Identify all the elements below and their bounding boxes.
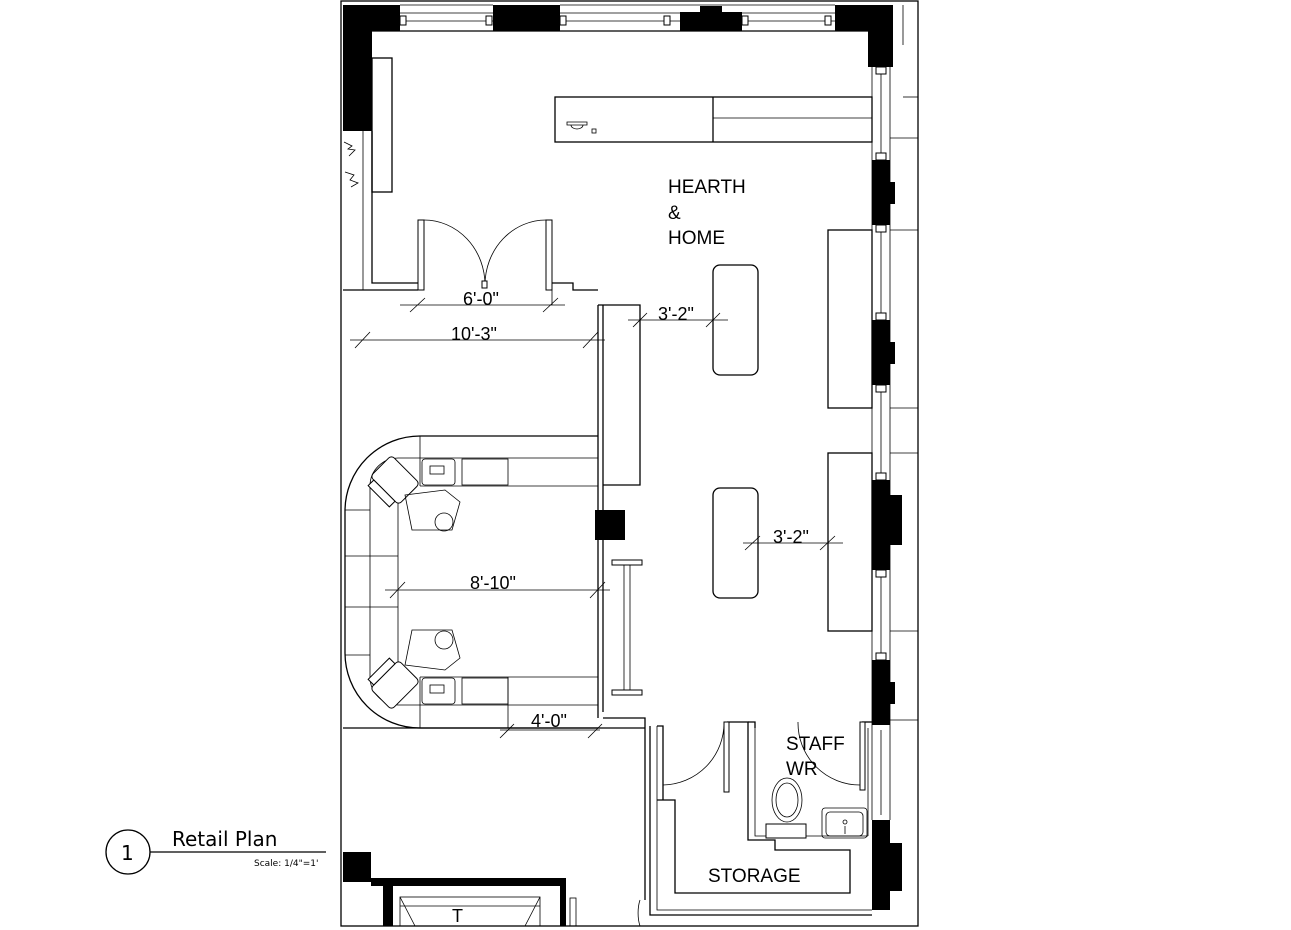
wall-display-shelf: [371, 57, 393, 193]
column: [595, 510, 625, 540]
room-label-wr: WR: [786, 759, 818, 780]
toilet-icon: [765, 777, 807, 839]
room-label-storage: STORAGE: [708, 866, 801, 887]
right-wall: [871, 5, 918, 910]
washroom-door[interactable]: [797, 721, 866, 791]
room-label-hearth: HEARTH: [668, 177, 746, 198]
dim-station-span: 8'-10": [470, 573, 516, 593]
title-block: 1 Retail Plan Scale: 1/4"=1': [105, 827, 326, 875]
top-windows: [399, 4, 835, 26]
drawing-title: Retail Plan: [172, 827, 277, 851]
plant-icons: [343, 141, 359, 188]
room-label-home: HOME: [668, 228, 725, 249]
clothing-rack: [611, 559, 643, 696]
back-of-house: [649, 721, 872, 916]
dimension-lines: [350, 297, 843, 739]
west-interior-wall: [371, 131, 418, 284]
drawing-border: [340, 0, 919, 927]
wall-rack: [827, 452, 873, 632]
storage-door[interactable]: [662, 721, 730, 793]
cash-counter: [554, 96, 873, 143]
wall-rack: [827, 229, 873, 409]
drawing-number: 1: [121, 841, 134, 865]
stair-mark: T: [452, 906, 463, 926]
sink-icon: [821, 807, 868, 839]
partition: [598, 304, 641, 486]
dim-hall-width: 10'-3": [451, 324, 497, 344]
double-door[interactable]: [417, 219, 553, 291]
drawing-scale: Scale: 1/4"=1': [254, 859, 318, 869]
room-label-amp: &: [668, 203, 681, 224]
dim-aisle-mid: 3'-2": [773, 527, 809, 547]
top-wall: [343, 5, 893, 131]
stair-room: T: [343, 852, 641, 927]
dim-station-gap: 4'-0": [531, 711, 567, 731]
service-stations: [344, 435, 598, 729]
dim-door-width: 6'-0": [463, 289, 499, 309]
dim-aisle-top: 3'-2": [658, 304, 694, 324]
room-label-staff: STAFF: [786, 734, 845, 755]
